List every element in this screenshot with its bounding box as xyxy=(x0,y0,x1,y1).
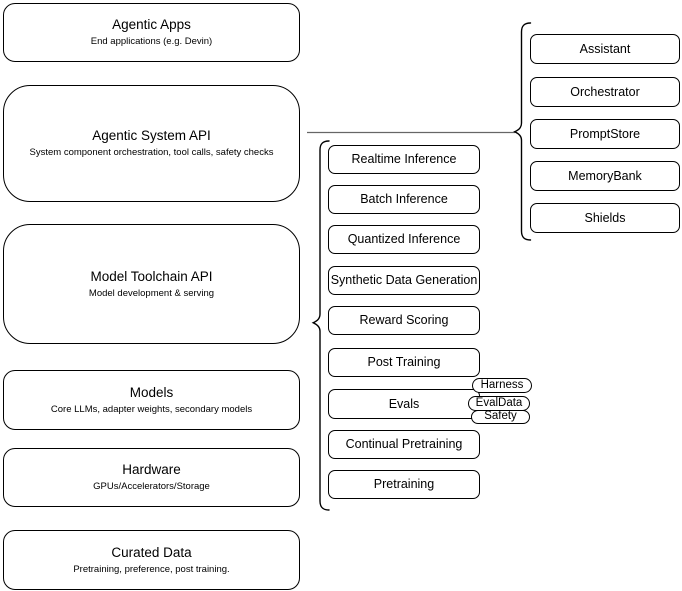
node-model-toolchain-api: Model Toolchain API Model development & … xyxy=(3,224,300,344)
node-title: Agentic Apps xyxy=(112,17,191,32)
system-brace xyxy=(513,22,532,241)
node-title: Model Toolchain API xyxy=(90,268,213,284)
toolchain-brace xyxy=(311,140,330,511)
node-evals: Evals xyxy=(328,389,480,419)
node-curated-data: Curated Data Pretraining, preference, po… xyxy=(3,530,300,590)
node-subtitle: GPUs/Accelerators/Storage xyxy=(93,481,210,492)
tag-evaldata: EvalData xyxy=(468,396,530,411)
node-title: Agentic System API xyxy=(92,128,211,143)
node-memorybank: MemoryBank xyxy=(530,161,680,191)
node-post-training: Post Training xyxy=(328,348,480,377)
node-batch-inference: Batch Inference xyxy=(328,185,480,214)
node-title: Hardware xyxy=(122,462,181,477)
node-quantized-inference: Quantized Inference xyxy=(328,225,480,254)
node-subtitle: Pretraining, preference, post training. xyxy=(73,563,230,575)
node-promptstore: PromptStore xyxy=(530,119,680,149)
node-subtitle: System component orchestration, tool cal… xyxy=(29,147,274,158)
node-agentic-system-api: Agentic System API System component orch… xyxy=(3,85,300,202)
node-reward-scoring: Reward Scoring xyxy=(328,306,480,335)
tag-harness: Harness xyxy=(472,378,532,393)
node-agentic-apps: Agentic Apps End applications (e.g. Devi… xyxy=(3,3,300,62)
node-hardware: Hardware GPUs/Accelerators/Storage xyxy=(3,448,300,507)
node-models: Models Core LLMs, adapter weights, secon… xyxy=(3,370,300,430)
node-title: Curated Data xyxy=(111,544,192,560)
tag-safety: Safety xyxy=(471,410,530,424)
node-subtitle: Model development & serving xyxy=(88,287,215,299)
node-title: Models xyxy=(129,384,174,400)
node-orchestrator: Orchestrator xyxy=(530,77,680,107)
node-subtitle: End applications (e.g. Devin) xyxy=(90,36,213,47)
node-subtitle: Core LLMs, adapter weights, secondary mo… xyxy=(50,403,253,415)
node-realtime-inference: Realtime Inference xyxy=(328,145,480,174)
node-continual-pretraining: Continual Pretraining xyxy=(328,430,480,459)
node-assistant: Assistant xyxy=(530,34,680,64)
node-shields: Shields xyxy=(530,203,680,233)
node-pretraining: Pretraining xyxy=(328,470,480,499)
node-synthetic-data-generation: Synthetic Data Generation xyxy=(328,266,480,295)
